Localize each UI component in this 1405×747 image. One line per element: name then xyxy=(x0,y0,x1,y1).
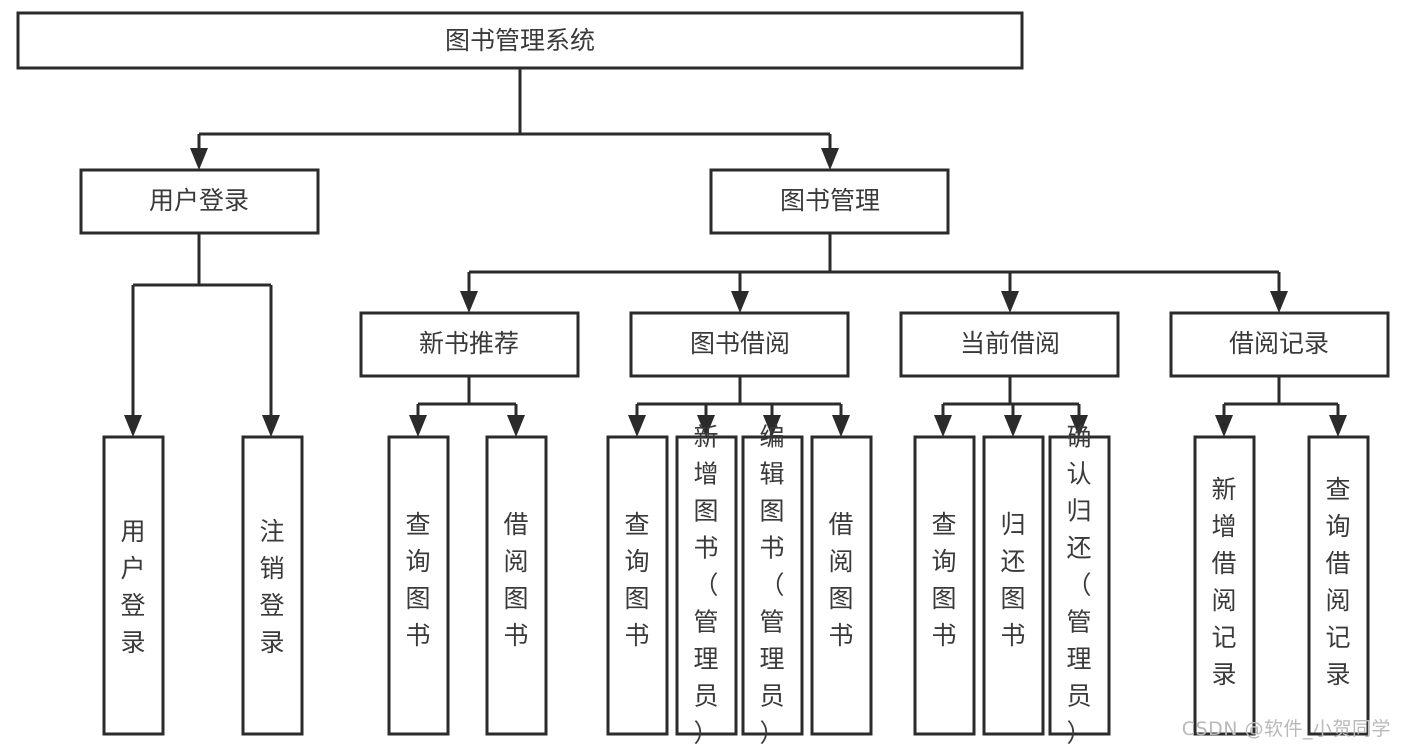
arrow-borrow-to-query xyxy=(628,415,646,437)
connector-current-bus xyxy=(941,376,1081,419)
arrow-newbook-to-query xyxy=(409,415,427,437)
node-leaf-user-logout-label: 注销登录 xyxy=(259,517,284,657)
node-leaf-borrow-add-label: 新增图书（管理员） xyxy=(693,422,718,747)
arrow-root-to-bookmgmt xyxy=(821,148,839,170)
node-leaf-records-add[interactable]: 新增借阅记录 xyxy=(1193,435,1256,736)
arrow-bookmgmt-to-records xyxy=(1270,291,1288,313)
node-leaf-borrow-edit[interactable]: 编辑图书（管理员） xyxy=(741,422,804,747)
connector-records-bus xyxy=(1222,376,1340,419)
arrow-borrow-to-lend xyxy=(832,415,850,437)
node-root[interactable]: 图书管理系统 xyxy=(16,11,1024,70)
connector-newbook-bus xyxy=(416,376,518,419)
node-leaf-newbook-query-box[interactable] xyxy=(387,435,450,736)
node-leaf-borrow-add-box[interactable] xyxy=(675,435,738,736)
node-login[interactable]: 用户登录 xyxy=(79,168,320,235)
arrow-login-to-user-login xyxy=(124,415,142,437)
node-leaf-records-query-label: 查询借阅记录 xyxy=(1325,475,1350,689)
arrow-borrow-to-add xyxy=(697,415,715,437)
arrow-current-to-return xyxy=(1004,415,1022,437)
node-records-box[interactable] xyxy=(1169,311,1390,378)
node-leaf-borrow-lend-label: 借阅图书 xyxy=(828,510,853,650)
node-current-box[interactable] xyxy=(899,311,1120,378)
node-leaf-borrow-edit-box[interactable] xyxy=(741,435,804,736)
arrow-newbook-to-borrow xyxy=(507,415,525,437)
arrow-login-to-user-logout xyxy=(262,415,280,437)
node-leaf-borrow-lend-box[interactable] xyxy=(810,435,873,736)
node-leaf-newbook-borrow-label: 借阅图书 xyxy=(503,510,528,650)
node-leaf-records-add-box[interactable] xyxy=(1193,435,1256,736)
arrow-bookmgmt-to-current xyxy=(1001,291,1019,313)
node-login-box[interactable] xyxy=(79,168,320,235)
node-leaf-current-query-box[interactable] xyxy=(913,435,976,736)
node-leaf-user-login[interactable]: 用户登录 xyxy=(102,435,165,736)
arrow-bookmgmt-to-borrow xyxy=(731,291,749,313)
node-leaf-borrow-query[interactable]: 查询图书 xyxy=(606,435,669,736)
node-leaf-user-login-box[interactable] xyxy=(102,435,165,736)
node-newbook-label: 新书推荐 xyxy=(419,329,519,358)
node-leaf-newbook-borrow-box[interactable] xyxy=(485,435,548,736)
node-borrow-box[interactable] xyxy=(629,311,850,378)
arrow-records-to-query xyxy=(1329,415,1347,437)
node-leaf-records-add-label: 新增借阅记录 xyxy=(1211,475,1236,689)
node-root-label: 图书管理系统 xyxy=(445,26,595,55)
node-newbook[interactable]: 新书推荐 xyxy=(359,311,580,378)
node-leaf-borrow-query-box[interactable] xyxy=(606,435,669,736)
node-bookmgmt-label: 图书管理 xyxy=(780,186,880,215)
node-borrow-label: 图书借阅 xyxy=(690,329,790,358)
node-current[interactable]: 当前借阅 xyxy=(899,311,1120,378)
node-leaf-borrow-lend[interactable]: 借阅图书 xyxy=(810,435,873,736)
arrow-current-to-confirm xyxy=(1070,415,1088,437)
connector-login-bus xyxy=(131,233,273,419)
node-leaf-current-return-box[interactable] xyxy=(982,435,1045,736)
node-newbook-box[interactable] xyxy=(359,311,580,378)
connector-bookmgmt-bus xyxy=(467,233,1281,295)
node-leaf-newbook-query[interactable]: 查询图书 xyxy=(387,435,450,736)
node-leaf-current-confirm-label: 确认归还（管理员） xyxy=(1066,422,1091,747)
node-records-label: 借阅记录 xyxy=(1229,329,1329,358)
node-root-box[interactable] xyxy=(16,11,1024,70)
node-leaf-newbook-query-label: 查询图书 xyxy=(405,510,430,650)
arrow-records-to-add xyxy=(1215,415,1233,437)
node-leaf-records-query[interactable]: 查询借阅记录 xyxy=(1307,435,1370,736)
node-leaf-current-return-label: 归还图书 xyxy=(1000,510,1025,650)
node-leaf-current-confirm[interactable]: 确认归还（管理员） xyxy=(1048,422,1111,747)
node-leaf-records-query-box[interactable] xyxy=(1307,435,1370,736)
arrow-current-to-query xyxy=(934,415,952,437)
node-borrow[interactable]: 图书借阅 xyxy=(629,311,850,378)
node-records[interactable]: 借阅记录 xyxy=(1169,311,1390,378)
connector-borrow-bus xyxy=(635,376,843,419)
arrow-bookmgmt-to-newbook xyxy=(460,291,478,313)
node-bookmgmt-box[interactable] xyxy=(709,168,950,235)
node-leaf-current-return[interactable]: 归还图书 xyxy=(982,435,1045,736)
node-leaf-user-logout[interactable]: 注销登录 xyxy=(241,435,304,736)
arrow-root-to-login xyxy=(190,148,208,170)
node-leaf-current-confirm-box[interactable] xyxy=(1048,435,1111,736)
node-bookmgmt[interactable]: 图书管理 xyxy=(709,168,950,235)
node-leaf-current-query-label: 查询图书 xyxy=(931,510,956,650)
connector-root-bus xyxy=(197,68,832,152)
node-leaf-user-login-label: 用户登录 xyxy=(120,517,145,657)
node-leaf-borrow-edit-label: 编辑图书（管理员） xyxy=(759,422,784,747)
arrow-borrow-to-edit xyxy=(763,415,781,437)
node-leaf-borrow-query-label: 查询图书 xyxy=(624,510,649,650)
node-leaf-borrow-add[interactable]: 新增图书（管理员） xyxy=(675,422,738,747)
connector-layer xyxy=(124,68,1347,437)
node-current-label: 当前借阅 xyxy=(960,329,1060,358)
node-leaf-newbook-borrow[interactable]: 借阅图书 xyxy=(485,435,548,736)
node-leaf-user-logout-box[interactable] xyxy=(241,435,304,736)
node-leaf-current-query[interactable]: 查询图书 xyxy=(913,435,976,736)
node-login-label: 用户登录 xyxy=(149,186,249,215)
